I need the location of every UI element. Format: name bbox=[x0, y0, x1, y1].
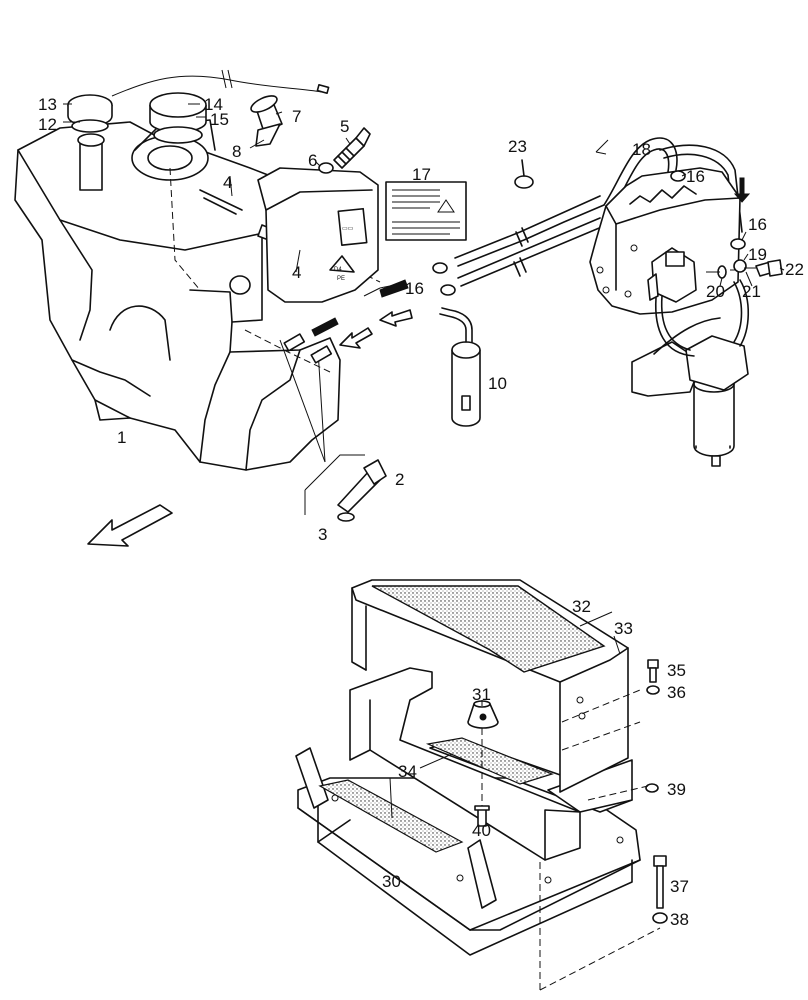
flow-arrow bbox=[733, 177, 751, 203]
callout-30: 30 bbox=[382, 872, 401, 891]
bolt-37 bbox=[653, 855, 667, 909]
washer-38 bbox=[652, 912, 668, 924]
callout-19: 19 bbox=[748, 245, 767, 264]
fuel-tank bbox=[14, 119, 381, 471]
callout-13: 13 bbox=[38, 95, 57, 114]
callout-40: 40 bbox=[472, 821, 491, 840]
small-fittings bbox=[283, 279, 409, 364]
callout-3: 3 bbox=[318, 525, 327, 544]
fuel-lines bbox=[432, 137, 743, 296]
callout-34: 34 bbox=[398, 762, 417, 781]
filler-cap-left bbox=[67, 94, 113, 133]
front-direction-arrow bbox=[87, 504, 173, 547]
hose-clamp-23 bbox=[514, 159, 534, 189]
callout-37: 37 bbox=[670, 877, 689, 896]
callout-4-lower: 4 bbox=[292, 263, 301, 282]
callout-4-upper: 4 bbox=[223, 173, 232, 192]
callout-16-top: 16 bbox=[686, 167, 705, 186]
callout-32: 32 bbox=[572, 597, 591, 616]
insulation-pad-34a bbox=[425, 737, 554, 785]
callout-16-left: 16 bbox=[405, 279, 424, 298]
callout-1: 1 bbox=[117, 428, 126, 447]
drain-fitting bbox=[337, 459, 387, 522]
tank-connector bbox=[333, 127, 371, 169]
mounting-brackets bbox=[295, 747, 497, 909]
callout-35: 35 bbox=[667, 661, 686, 680]
label-plate-text: ▭▭ bbox=[342, 226, 354, 232]
callout-12: 12 bbox=[38, 115, 57, 134]
washer-36 bbox=[646, 685, 660, 695]
callout-31: 31 bbox=[472, 685, 491, 704]
cap-cable bbox=[111, 75, 323, 97]
warning-label-17 bbox=[385, 181, 467, 241]
callout-18: 18 bbox=[632, 140, 651, 159]
nut-39 bbox=[645, 783, 659, 793]
callout-10: 10 bbox=[488, 374, 507, 393]
callout-16-right: 16 bbox=[748, 215, 767, 234]
injection-pump-assembly bbox=[589, 167, 750, 467]
bolt-35 bbox=[647, 659, 659, 683]
callout-6: 6 bbox=[308, 151, 317, 170]
tank-sender-housing: ▭▭ D4 PE bbox=[257, 167, 379, 303]
callout-22: 22 bbox=[785, 260, 804, 279]
banjo-fittings bbox=[670, 170, 783, 279]
callout-33: 33 bbox=[614, 619, 633, 638]
inline-filter-10 bbox=[439, 307, 481, 427]
callout-7: 7 bbox=[292, 107, 301, 126]
leader-lines bbox=[63, 103, 785, 819]
callout-15: 15 bbox=[210, 110, 229, 129]
callout-21: 21 bbox=[742, 282, 761, 301]
callout-8: 8 bbox=[232, 142, 241, 161]
callout-2: 2 bbox=[395, 470, 404, 489]
tank-emblem: D4 bbox=[334, 267, 342, 273]
insulation-pad-34b bbox=[318, 779, 464, 853]
filler-cap-right bbox=[149, 92, 207, 144]
callout-17: 17 bbox=[412, 165, 431, 184]
insulation-pad-32 bbox=[371, 585, 606, 673]
rubber-mount-31 bbox=[467, 700, 499, 827]
callout-20: 20 bbox=[706, 282, 725, 301]
callout-39: 39 bbox=[667, 780, 686, 799]
callout-38: 38 bbox=[670, 910, 689, 929]
callout-5: 5 bbox=[340, 117, 349, 136]
callout-14: 14 bbox=[204, 95, 223, 114]
o-ring-6 bbox=[318, 162, 334, 174]
callout-36: 36 bbox=[667, 683, 686, 702]
filler-sleeve bbox=[250, 95, 283, 147]
callout-labels: 1 2 3 4 4 5 6 7 8 10 12 13 14 15 16 16 1… bbox=[38, 95, 804, 929]
callout-23: 23 bbox=[508, 137, 527, 156]
tank-emblem-sub: PE bbox=[337, 276, 345, 282]
